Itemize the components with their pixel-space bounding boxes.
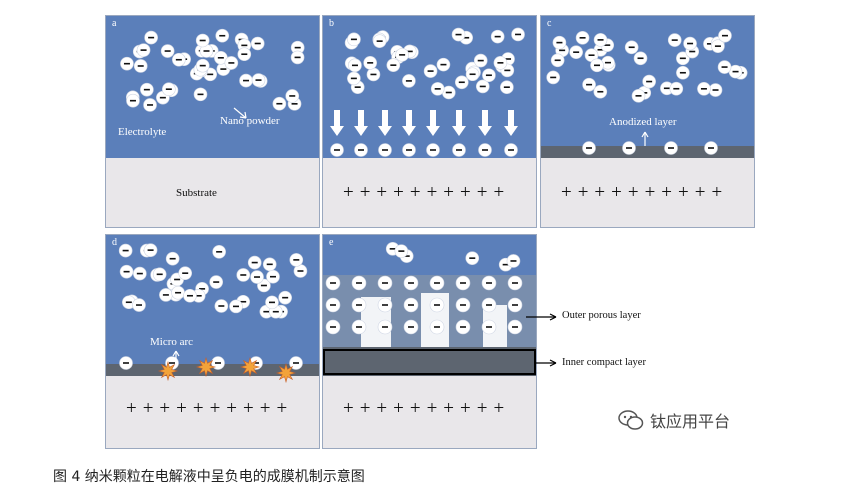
- panel-label: c: [547, 18, 552, 29]
- panel-a-graphic: [106, 16, 319, 227]
- arrow-down-icon: [330, 110, 518, 136]
- charge-row: ++++++++++: [126, 398, 294, 419]
- watermark-text: 钛应用平台: [650, 412, 731, 431]
- panel-label: d: [112, 237, 117, 248]
- panel-c: c Anodized layer ++++++++++: [541, 16, 754, 227]
- charge-row: ++++++++++: [561, 182, 729, 203]
- anodized-layer-label: Anodized layer: [609, 116, 677, 128]
- inner-compact-layer-label: Inner compact layer: [562, 357, 646, 368]
- panel-d-graphic: [106, 235, 319, 448]
- watermark: 钛应用平台: [618, 408, 730, 432]
- charge-row: ++++++++++: [343, 182, 511, 203]
- spark-icon: [157, 356, 297, 384]
- charge-row: ++++++++++: [343, 398, 511, 419]
- panel-b: b ++++++++++: [323, 16, 536, 227]
- panel-e-graphic: [323, 235, 536, 448]
- panel-label: e: [329, 237, 334, 248]
- outer-porous-layer-label: Outer porous layer: [562, 310, 641, 321]
- wechat-icon: [618, 410, 644, 430]
- panel-a: a Electrolyte Nano powder Substrate: [106, 16, 319, 227]
- panel-e: e ++++++++++: [323, 235, 536, 448]
- panel-label: b: [329, 18, 334, 29]
- panel-c-graphic: [541, 16, 754, 227]
- micro-arc-label: Micro arc: [150, 336, 194, 348]
- panel-b-graphic: [323, 16, 536, 227]
- panel-label: a: [112, 18, 117, 29]
- electrolyte-label: Electrolyte: [118, 126, 167, 138]
- figure-caption: 图 4 纳米颗粒在电解液中呈负电的成膜机制示意图: [53, 469, 365, 485]
- substrate-label: Substrate: [176, 187, 217, 199]
- panel-d: d Micro arc ++++++++++: [106, 235, 319, 448]
- nano-powder-label: Nano powder: [220, 115, 280, 127]
